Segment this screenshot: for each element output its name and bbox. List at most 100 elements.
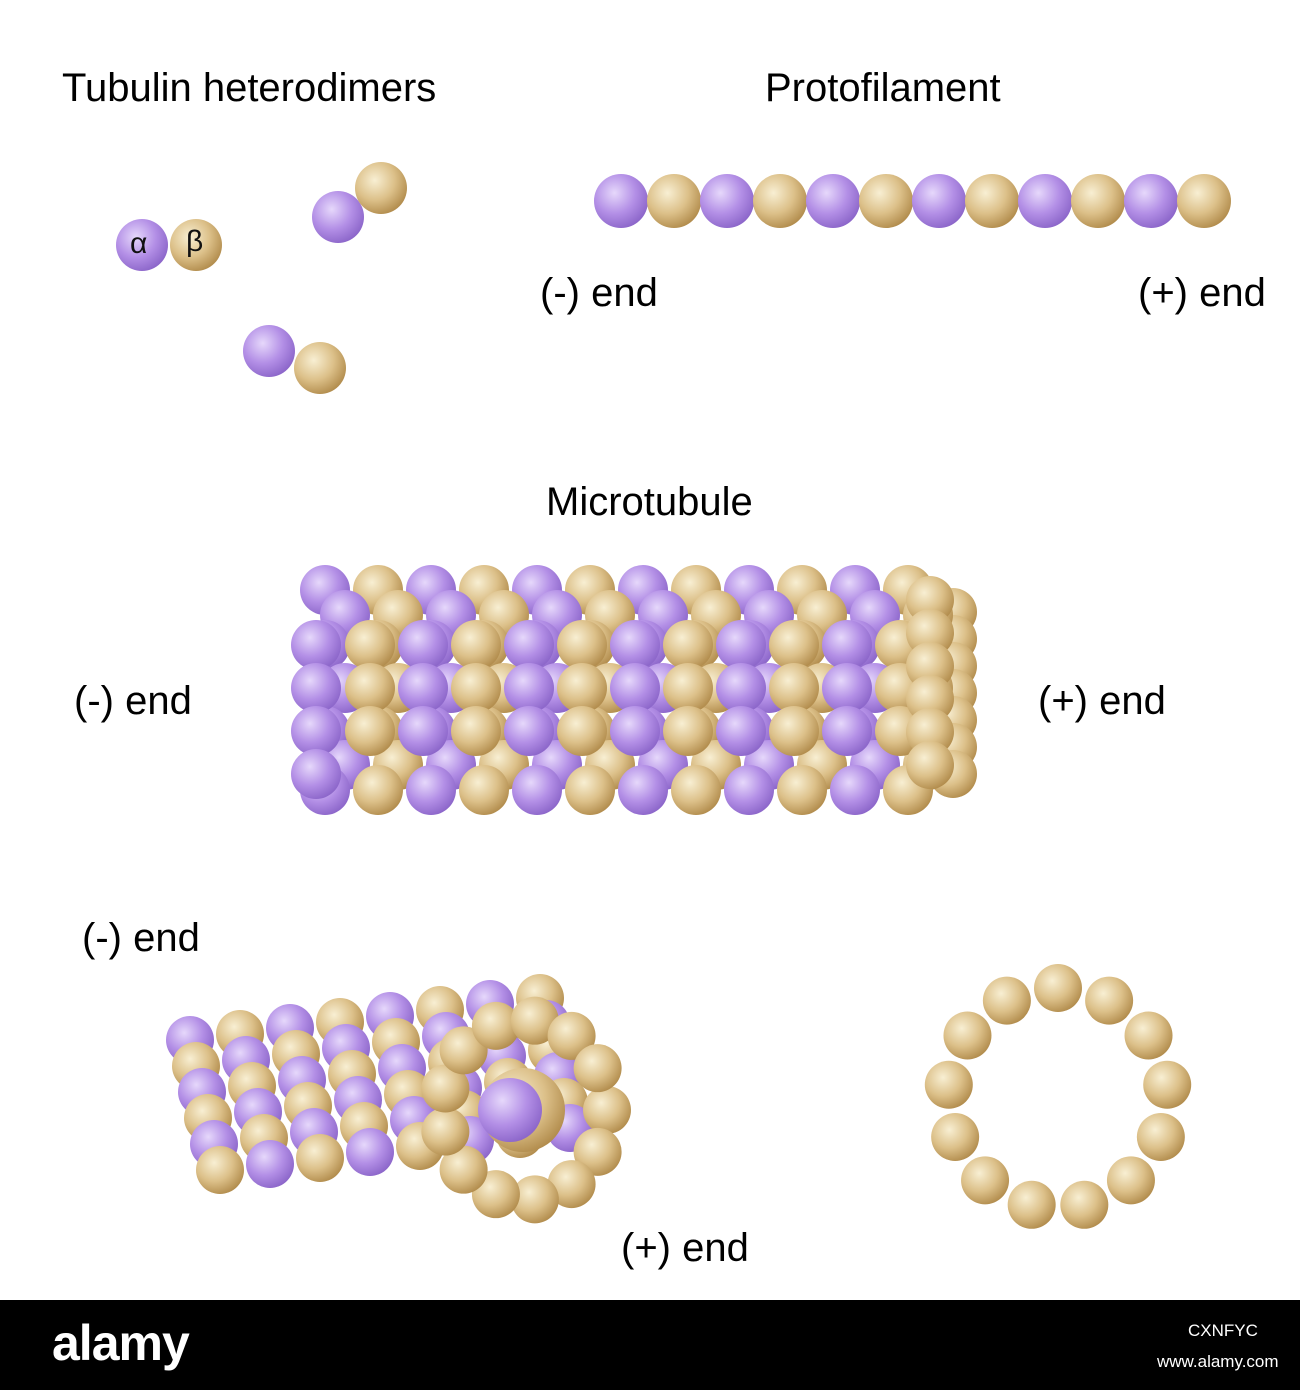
tubulin-dimers-group <box>116 162 407 394</box>
tilted-microtubule-plus-end-label: (+) end <box>621 1226 749 1270</box>
alpha-tubulin-sphere <box>398 663 448 713</box>
beta-tubulin-sphere <box>557 663 607 713</box>
beta-tubulin-sphere <box>196 1146 244 1194</box>
alpha-tubulin-sphere <box>291 706 341 756</box>
beta-tubulin-sphere <box>943 1011 992 1060</box>
alpha-tubulin-sphere <box>346 1128 394 1176</box>
beta-tubulin-sphere <box>663 620 713 670</box>
beta-tubulin-sphere <box>924 1060 973 1109</box>
alpha-tubulin-sphere <box>504 663 554 713</box>
beta-tubulin-sphere <box>906 708 954 756</box>
alpha-tubulin-sphere <box>312 191 364 243</box>
beta-tubulin-sphere <box>296 1134 344 1182</box>
alpha-tubulin-sphere <box>398 620 448 670</box>
alpha-tubulin-sphere <box>912 174 966 228</box>
beta-tubulin-sphere <box>1177 174 1231 228</box>
beta-tubulin-sphere <box>769 620 819 670</box>
brand-logo: alamy <box>52 1315 190 1371</box>
beta-tubulin-sphere <box>906 609 954 657</box>
beta-tubulin-sphere <box>573 1044 622 1093</box>
beta-tubulin-sphere <box>421 1107 470 1156</box>
beta-tubulin-sphere <box>1136 1113 1185 1162</box>
beta-tubulin-sphere <box>345 706 395 756</box>
beta-tubulin-sphere <box>906 741 954 789</box>
beta-tubulin-sphere <box>510 996 559 1045</box>
protofilament-plus-end-label: (+) end <box>1138 271 1266 315</box>
beta-tubulin-sphere <box>510 1175 559 1224</box>
image-code: CXNFYC <box>1188 1321 1258 1340</box>
beta-tubulin-sphere <box>547 1160 596 1209</box>
site-url: www.alamy.com <box>1157 1352 1279 1371</box>
alpha-tubulin-sphere <box>291 620 341 670</box>
microtubule-cross-section-group <box>924 964 1192 1229</box>
alpha-tubulin-sphere <box>1018 174 1072 228</box>
alpha-tubulin-sphere <box>291 749 341 799</box>
tilted-microtubule-minus-end-label: (-) end <box>82 916 200 960</box>
alpha-subunit-symbol: α <box>130 227 148 260</box>
beta-tubulin-sphere <box>906 642 954 690</box>
beta-tubulin-sphere <box>906 576 954 624</box>
beta-tubulin-sphere <box>459 765 509 815</box>
alpha-tubulin-sphere <box>830 765 880 815</box>
microtubule-lumen-inner <box>478 1078 542 1142</box>
beta-tubulin-sphere <box>753 174 807 228</box>
beta-tubulin-sphere <box>906 675 954 723</box>
alpha-tubulin-sphere <box>822 706 872 756</box>
beta-tubulin-sphere <box>451 706 501 756</box>
beta-tubulin-sphere <box>663 706 713 756</box>
beta-tubulin-sphere <box>471 1001 520 1050</box>
alpha-tubulin-sphere <box>1124 174 1178 228</box>
beta-tubulin-sphere <box>451 663 501 713</box>
microtubule-minus-end-label: (-) end <box>74 679 192 723</box>
beta-subunit-symbol: β <box>186 225 204 258</box>
beta-tubulin-sphere <box>355 162 407 214</box>
alpha-tubulin-sphere <box>512 765 562 815</box>
alpha-tubulin-sphere <box>610 663 660 713</box>
alpha-tubulin-sphere <box>610 706 660 756</box>
beta-tubulin-sphere <box>345 663 395 713</box>
alpha-tubulin-sphere <box>716 706 766 756</box>
beta-tubulin-sphere <box>170 219 222 271</box>
heterodimers-title: Tubulin heterodimers <box>62 66 437 110</box>
alpha-tubulin-sphere <box>716 620 766 670</box>
beta-tubulin-sphere <box>1143 1060 1192 1109</box>
beta-tubulin-sphere <box>769 706 819 756</box>
beta-tubulin-sphere <box>777 765 827 815</box>
beta-tubulin-sphere <box>931 1113 980 1162</box>
beta-tubulin-sphere <box>573 1127 622 1176</box>
alpha-tubulin-sphere <box>610 620 660 670</box>
beta-tubulin-sphere <box>294 342 346 394</box>
alpha-tubulin-sphere <box>700 174 754 228</box>
beta-tubulin-sphere <box>965 174 1019 228</box>
tubulin-diagram <box>116 162 1231 1229</box>
alpha-tubulin-sphere <box>246 1140 294 1188</box>
alpha-tubulin-sphere <box>406 765 456 815</box>
alpha-tubulin-sphere <box>822 620 872 670</box>
beta-tubulin-sphere <box>961 1156 1010 1205</box>
beta-tubulin-sphere <box>547 1011 596 1060</box>
microtubule-plus-end-label: (+) end <box>1038 679 1166 723</box>
beta-tubulin-sphere <box>1085 976 1134 1025</box>
beta-tubulin-sphere <box>565 765 615 815</box>
beta-tubulin-sphere <box>557 706 607 756</box>
alpha-tubulin-sphere <box>504 706 554 756</box>
alpha-tubulin-sphere <box>594 174 648 228</box>
beta-tubulin-sphere <box>439 1145 488 1194</box>
beta-tubulin-sphere <box>557 620 607 670</box>
alpha-tubulin-sphere <box>398 706 448 756</box>
watermark-footer: alamy CXNFYC www.alamy.com <box>0 1300 1300 1390</box>
alpha-tubulin-sphere <box>618 765 668 815</box>
beta-tubulin-sphere <box>1106 1156 1155 1205</box>
protofilament-minus-end-label: (-) end <box>540 271 658 315</box>
beta-tubulin-sphere <box>769 663 819 713</box>
alpha-tubulin-sphere <box>504 620 554 670</box>
beta-tubulin-sphere <box>421 1064 470 1113</box>
beta-tubulin-sphere <box>1060 1180 1109 1229</box>
beta-tubulin-sphere <box>1124 1011 1173 1060</box>
beta-tubulin-sphere <box>345 620 395 670</box>
alpha-tubulin-sphere <box>243 325 295 377</box>
microtubule-tilted-group <box>166 974 631 1224</box>
beta-tubulin-sphere <box>663 663 713 713</box>
beta-tubulin-sphere <box>1071 174 1125 228</box>
beta-tubulin-sphere <box>982 976 1031 1025</box>
